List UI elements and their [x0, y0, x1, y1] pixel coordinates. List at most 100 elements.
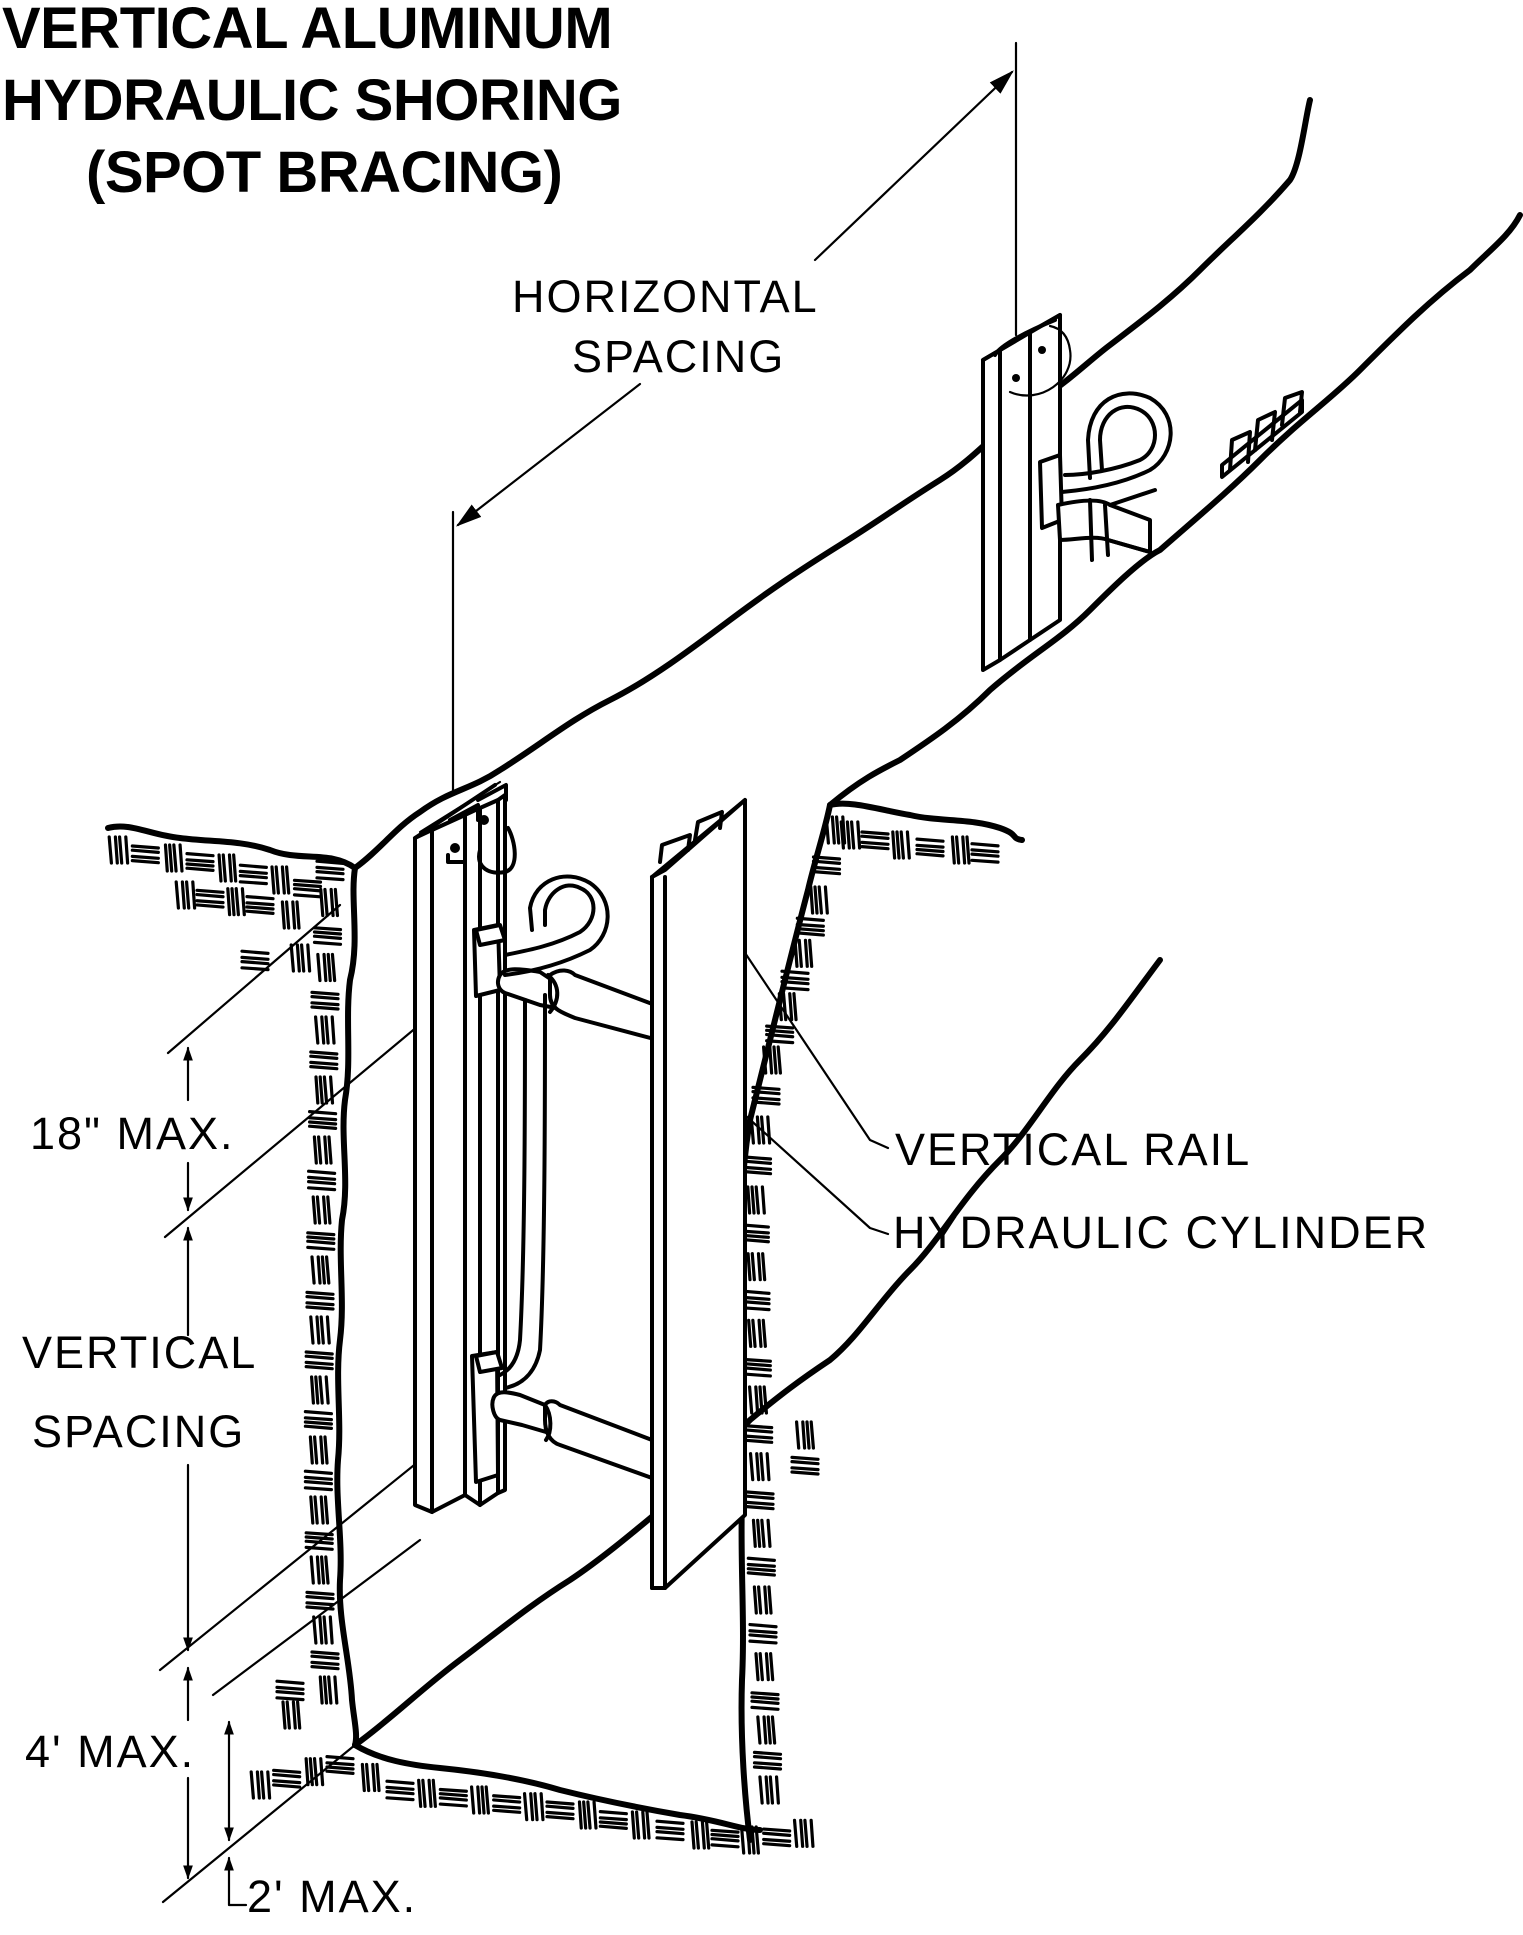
diagram-title: VERTICAL ALUMINUM HYDRAULIC SHORING (SPO…	[2, 0, 622, 205]
soil-hatch-mark	[304, 1757, 325, 1787]
soil-hatch-mark	[303, 1410, 333, 1430]
near-rail-pin	[479, 815, 489, 825]
soil-hatch-mark	[790, 1455, 820, 1476]
soil-hatch-mark	[891, 830, 911, 860]
far-wall-top-edge	[352, 97, 1313, 871]
horizontal-spacing-label-line1: HORIZONTAL	[512, 271, 819, 322]
soil-hatch-mark	[310, 990, 340, 1011]
soil-hatch-mark	[522, 1792, 545, 1822]
soil-hatch-mark	[325, 1755, 355, 1775]
near-right-ground	[827, 800, 1025, 843]
soil-hatch-mark	[793, 938, 814, 968]
near-shoring-unit	[413, 780, 747, 1590]
near-rail-pin	[450, 843, 460, 853]
soil-hatch-mark	[312, 1615, 334, 1645]
soil-hatch-mark	[107, 835, 130, 865]
soil-hatch-mark	[309, 1555, 330, 1585]
soil-hatch-mark	[746, 1185, 766, 1215]
soil-hatch-mark	[577, 1800, 598, 1830]
soil-hatch-mark	[185, 852, 215, 872]
soil-hatch-mark	[809, 885, 829, 915]
soil-hatch-mark	[765, 1024, 795, 1045]
soil-hatch-mark	[748, 1385, 768, 1415]
soil-hatch-mark	[754, 1652, 775, 1682]
soil-hatch-mark	[309, 1050, 339, 1071]
horizontal-spacing-arrow-down	[455, 382, 642, 527]
soil-hatch-mark	[310, 1375, 330, 1405]
soil-hatch-mark	[950, 835, 971, 865]
soil-hatch-mark	[309, 1315, 331, 1345]
soil-hatch-mark	[312, 1135, 333, 1165]
soil-hatch-mark	[742, 1155, 773, 1176]
soil-hatch-mark	[316, 952, 337, 983]
soil-hatch-mark	[272, 1768, 302, 1789]
two-ft-max-label: 2' MAX.	[247, 1871, 417, 1922]
soil-hatch-mark	[740, 1825, 760, 1855]
soil-hatch-mark	[752, 1750, 783, 1771]
soil-hatch-mark	[417, 1778, 437, 1808]
near-wall-top-edge	[827, 212, 1523, 808]
soil-hatch-mark	[780, 969, 810, 992]
soil-hatch-mark	[306, 1231, 336, 1251]
far-hydraulic-cylinder	[1038, 453, 1157, 554]
soil-hatch-mark	[744, 1424, 774, 1444]
soil-hatch-mark	[915, 837, 945, 858]
soil-hatch-mark	[240, 949, 270, 972]
floor-front-edge	[352, 1742, 763, 1833]
title-line-2: HYDRAULIC SHORING	[2, 68, 622, 133]
near-left-ground	[105, 823, 358, 871]
soil-hatch-mark	[280, 900, 301, 930]
soil-hatch-mark	[746, 1252, 767, 1282]
soil-hatch-mark	[305, 1290, 335, 1311]
soil-hatch-mark	[314, 1015, 336, 1045]
soil-hatch-mark	[792, 1818, 815, 1848]
soil-hatch-mark	[305, 1590, 335, 1611]
soil-hatch-mark	[312, 926, 343, 946]
soil-hatch-mark	[824, 815, 847, 845]
title-line-1: VERTICAL ALUMINUM	[2, 0, 612, 61]
soil-hatch-mark	[970, 842, 1000, 864]
soil-hatch-mark	[690, 1820, 711, 1850]
soil-hatch-mark	[195, 888, 225, 909]
soil-hatch-mark	[762, 1827, 792, 1848]
horizontal-spacing-label-line2: SPACING	[572, 331, 785, 382]
soil-hatch-mark	[309, 1495, 330, 1525]
far-shoring-unit	[981, 313, 1304, 672]
soil-hatch-mark	[795, 916, 825, 937]
soil-hatch-mark	[289, 943, 312, 973]
soil-hatch-mark	[311, 1195, 332, 1225]
soil-hatch-mark	[238, 863, 268, 886]
soil-hatch-mark	[492, 1794, 522, 1814]
near-upper-hydraulic-hose	[498, 874, 610, 1390]
two-ft-leader	[227, 1898, 248, 1907]
right-wall-edge	[738, 802, 833, 1843]
far-wall-bottom-edge	[352, 957, 1163, 1748]
far-rail-pin	[1012, 374, 1020, 382]
soil-hatch-mark	[741, 1289, 771, 1312]
opposite-vertical-rail	[650, 798, 747, 1590]
soil-hatch-mark	[762, 1045, 782, 1075]
soil-hatch-mark	[314, 1075, 335, 1105]
soil-hatch-mark	[217, 853, 238, 883]
soil-hatch-mark	[319, 887, 340, 918]
soil-hatch-mark	[303, 1469, 333, 1492]
soil-hatch-mark	[130, 844, 160, 865]
soil-hatch-mark	[750, 1691, 780, 1711]
soil-hatching	[107, 815, 1000, 1855]
soil-hatch-mark	[860, 830, 890, 851]
soil-hatch-mark	[270, 865, 291, 895]
vertical-rail-label: VERTICAL RAIL	[895, 1124, 1251, 1175]
vertical-spacing-label-line1: VERTICAL	[22, 1327, 257, 1378]
soil-hatch-mark	[751, 1518, 772, 1548]
hydraulic-cylinder-label: HYDRAULIC CYLINDER	[893, 1207, 1429, 1258]
soil-hatch-mark	[758, 1775, 780, 1805]
soil-hatch-mark	[742, 1357, 772, 1378]
soil-hatch-mark	[245, 895, 275, 915]
soil-hatch-mark	[747, 1318, 767, 1348]
soil-hatch-mark	[748, 1622, 778, 1645]
soil-hatch-mark	[710, 1828, 740, 1849]
soil-hatch-mark	[226, 887, 246, 917]
near-lower-hydraulic-cylinder	[470, 1350, 654, 1484]
dimension-lines	[158, 41, 1018, 1907]
